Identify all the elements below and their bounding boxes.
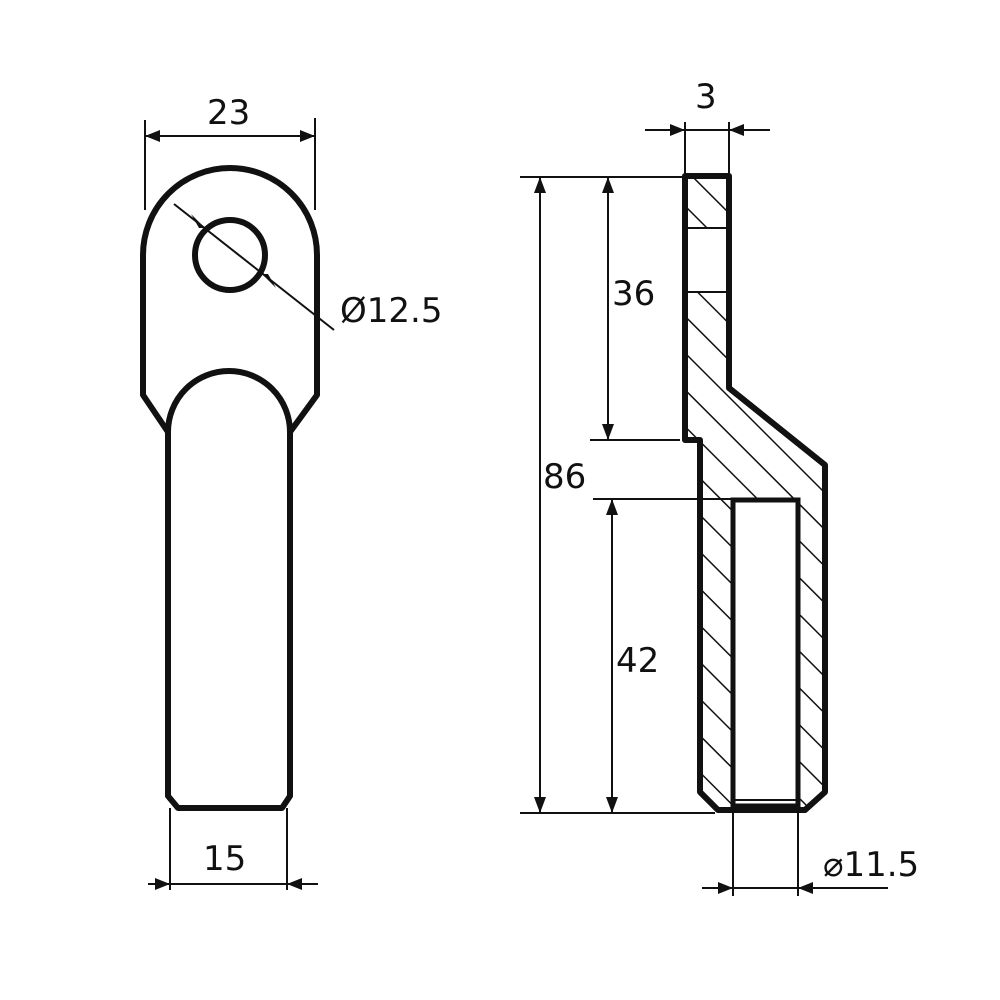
dim-thickness: 3: [695, 77, 717, 117]
section-hatch: [685, 176, 825, 810]
dim-barrel-length: 42: [616, 641, 659, 681]
dim-upper-length: 36: [612, 274, 655, 314]
barrel-arc: [165, 368, 293, 433]
dim-hole-diameter: Ø12.5: [340, 291, 442, 331]
dim-total-length: 86: [543, 457, 586, 497]
dim-width-bottom: 15: [203, 839, 246, 879]
lug-outline: [140, 165, 320, 811]
dim-width-top: 23: [207, 93, 250, 133]
stud-hole: [192, 217, 268, 293]
dim-bore-diameter: ⌀11.5: [823, 845, 919, 885]
section-outline: [682, 173, 828, 813]
barrel-bore: [730, 497, 801, 809]
front-view: 23 Ø12.5 15: [140, 93, 442, 890]
section-view: 3 86 36 42 ⌀11.5: [520, 77, 919, 896]
